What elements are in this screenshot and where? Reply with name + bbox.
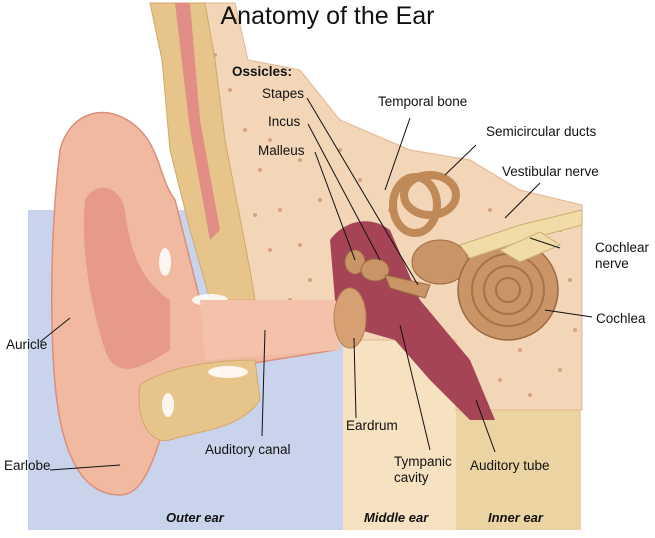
cartilage-highlight <box>159 248 171 276</box>
eardrum-shape <box>333 287 367 349</box>
label-auricle: Auricle <box>6 337 48 352</box>
leader-lines <box>39 97 593 471</box>
cartilage-highlight <box>208 366 248 378</box>
diagram-title: Anatomy of the Ear <box>220 2 435 30</box>
label-cochlear-nerve: Cochlear nerve <box>595 240 649 272</box>
label-stapes: Stapes <box>262 86 305 101</box>
label-cochlear-nerve-line1: Cochlear <box>595 240 650 255</box>
nerve-shape <box>498 231 562 263</box>
label-vestibular-nerve: Vestibular nerve <box>502 164 599 179</box>
label-semicircular-ducts: Semicircular ducts <box>486 124 597 139</box>
semicircular-ducts-shape <box>389 171 460 237</box>
auditory-canal-shape <box>200 300 340 360</box>
skin-strip <box>175 3 220 240</box>
label-auditory-tube: Auditory tube <box>470 458 550 473</box>
nerve-shape <box>459 209 583 259</box>
label-malleus: Malleus <box>258 143 305 158</box>
cartilage-lower <box>138 359 261 442</box>
label-earlobe: Earlobe <box>4 458 51 473</box>
label-temporal-bone: Temporal bone <box>378 94 468 109</box>
label-eardrum: Eardrum <box>346 418 398 433</box>
ossicles-heading: Ossicles: <box>232 64 293 79</box>
region-label-inner-ear: Inner ear <box>488 510 543 525</box>
label-incus: Incus <box>268 114 301 129</box>
label-auditory-canal: Auditory canal <box>205 442 291 457</box>
label-tympanic-cavity-line2: cavity <box>394 470 429 485</box>
label-cochlea: Cochlea <box>596 311 646 326</box>
ossicles-shape <box>344 249 431 299</box>
cartilage-highlight <box>162 393 174 417</box>
label-tympanic-cavity-line1: Tympanic <box>394 454 452 469</box>
label-cochlear-nerve-line2: nerve <box>595 256 629 271</box>
region-label-outer-ear: Outer ear <box>166 510 224 525</box>
label-tympanic-cavity: Tympanic cavity <box>394 454 452 486</box>
auricle-inner-fold <box>83 187 170 369</box>
region-label-middle-ear: Middle ear <box>364 510 429 525</box>
